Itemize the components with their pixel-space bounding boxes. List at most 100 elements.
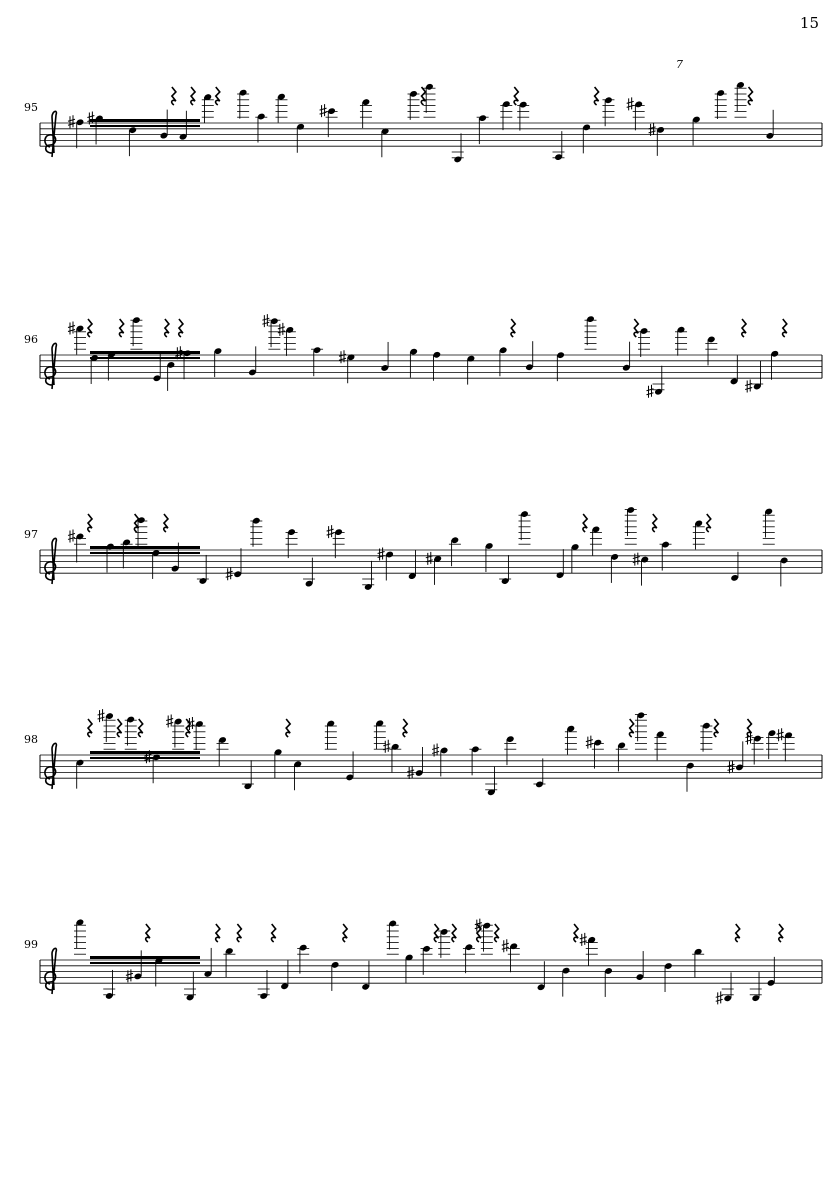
note-head [76, 119, 84, 126]
note-head [737, 82, 745, 88]
sharp-icon [407, 765, 415, 779]
sharp-icon [326, 525, 334, 539]
note-head [218, 737, 227, 743]
rest-icon [573, 923, 580, 943]
note-head [604, 97, 612, 104]
note-head [594, 739, 602, 746]
sharp-icon [632, 552, 640, 566]
note-head [506, 736, 514, 743]
sharp-icon [648, 122, 656, 136]
note-head [167, 362, 175, 368]
note-head [501, 578, 509, 584]
rest-icon [713, 718, 720, 738]
note-head [362, 983, 370, 990]
sharp-icon [776, 728, 784, 742]
note-head [692, 116, 700, 123]
note-head [656, 731, 664, 738]
sharp-icon [67, 115, 76, 129]
note-head [270, 318, 278, 325]
rest-icon [185, 718, 192, 738]
rest-icon [270, 923, 277, 943]
rest-icon [433, 923, 440, 943]
note-head [487, 789, 495, 796]
rest-icon [740, 318, 748, 338]
sharp-icon [144, 750, 152, 764]
note-head [410, 348, 418, 355]
measure-number: 99 [24, 938, 38, 951]
sharp-icon [626, 97, 634, 111]
note-head [364, 584, 372, 590]
rest-icon [777, 923, 785, 943]
note-head [299, 944, 307, 951]
note-head [717, 90, 725, 96]
note-head [557, 352, 565, 359]
rest-icon [170, 86, 177, 106]
note-head [780, 557, 788, 564]
note-head [485, 543, 493, 549]
note-head [248, 369, 256, 376]
rest-icon [582, 513, 589, 533]
note-head [376, 720, 384, 727]
rest-icon [144, 923, 151, 943]
note-head [204, 971, 212, 977]
beam [90, 757, 200, 759]
note-head [391, 743, 399, 750]
note-head [381, 365, 389, 371]
rest-icon [133, 513, 140, 533]
rest-icon [747, 86, 754, 106]
note-head [554, 154, 563, 161]
note-head [257, 113, 265, 120]
rest-icon [177, 318, 185, 338]
note-head [467, 355, 475, 362]
beam [90, 546, 200, 549]
rest-icon [628, 718, 635, 738]
note-head [537, 984, 545, 991]
note-head [234, 571, 242, 578]
beam [90, 552, 200, 554]
note-head [204, 94, 212, 101]
sharp-icon [501, 939, 509, 953]
sharp-icon [383, 739, 391, 753]
note-head [664, 963, 672, 969]
treble-clef-icon [44, 342, 58, 390]
note-head [556, 572, 564, 579]
rest-icon [116, 718, 123, 738]
rest-icon [285, 718, 292, 738]
measure-number: 98 [24, 733, 38, 746]
note-head [294, 761, 302, 768]
rest-icon [86, 318, 94, 338]
note-head [160, 132, 168, 139]
note-head [657, 126, 665, 133]
sharp-icon [579, 932, 587, 946]
note-head [90, 355, 98, 361]
note-head [637, 712, 645, 719]
note-head [313, 347, 321, 354]
sharp-icon [319, 104, 327, 118]
note-head [286, 327, 294, 333]
note-head [724, 995, 732, 1002]
sharp-icon [166, 714, 174, 728]
note-head [562, 967, 570, 974]
note-head [525, 364, 533, 371]
note-head [640, 328, 648, 334]
note-head [288, 529, 296, 535]
note-head [106, 713, 114, 719]
rest-icon [746, 718, 753, 738]
beam [90, 357, 200, 359]
rest-icon [214, 86, 221, 106]
rest-icon [705, 513, 712, 533]
sharp-icon [175, 346, 183, 360]
note-head [654, 388, 663, 395]
rest-icon [513, 86, 520, 106]
beam [90, 125, 200, 127]
rest-icon [402, 718, 409, 738]
note-head [766, 132, 774, 139]
note-head [583, 124, 591, 131]
note-head [381, 128, 389, 135]
note-head [386, 551, 394, 558]
rest-icon [236, 923, 243, 943]
note-head [183, 350, 191, 357]
rest-icon [651, 513, 658, 533]
